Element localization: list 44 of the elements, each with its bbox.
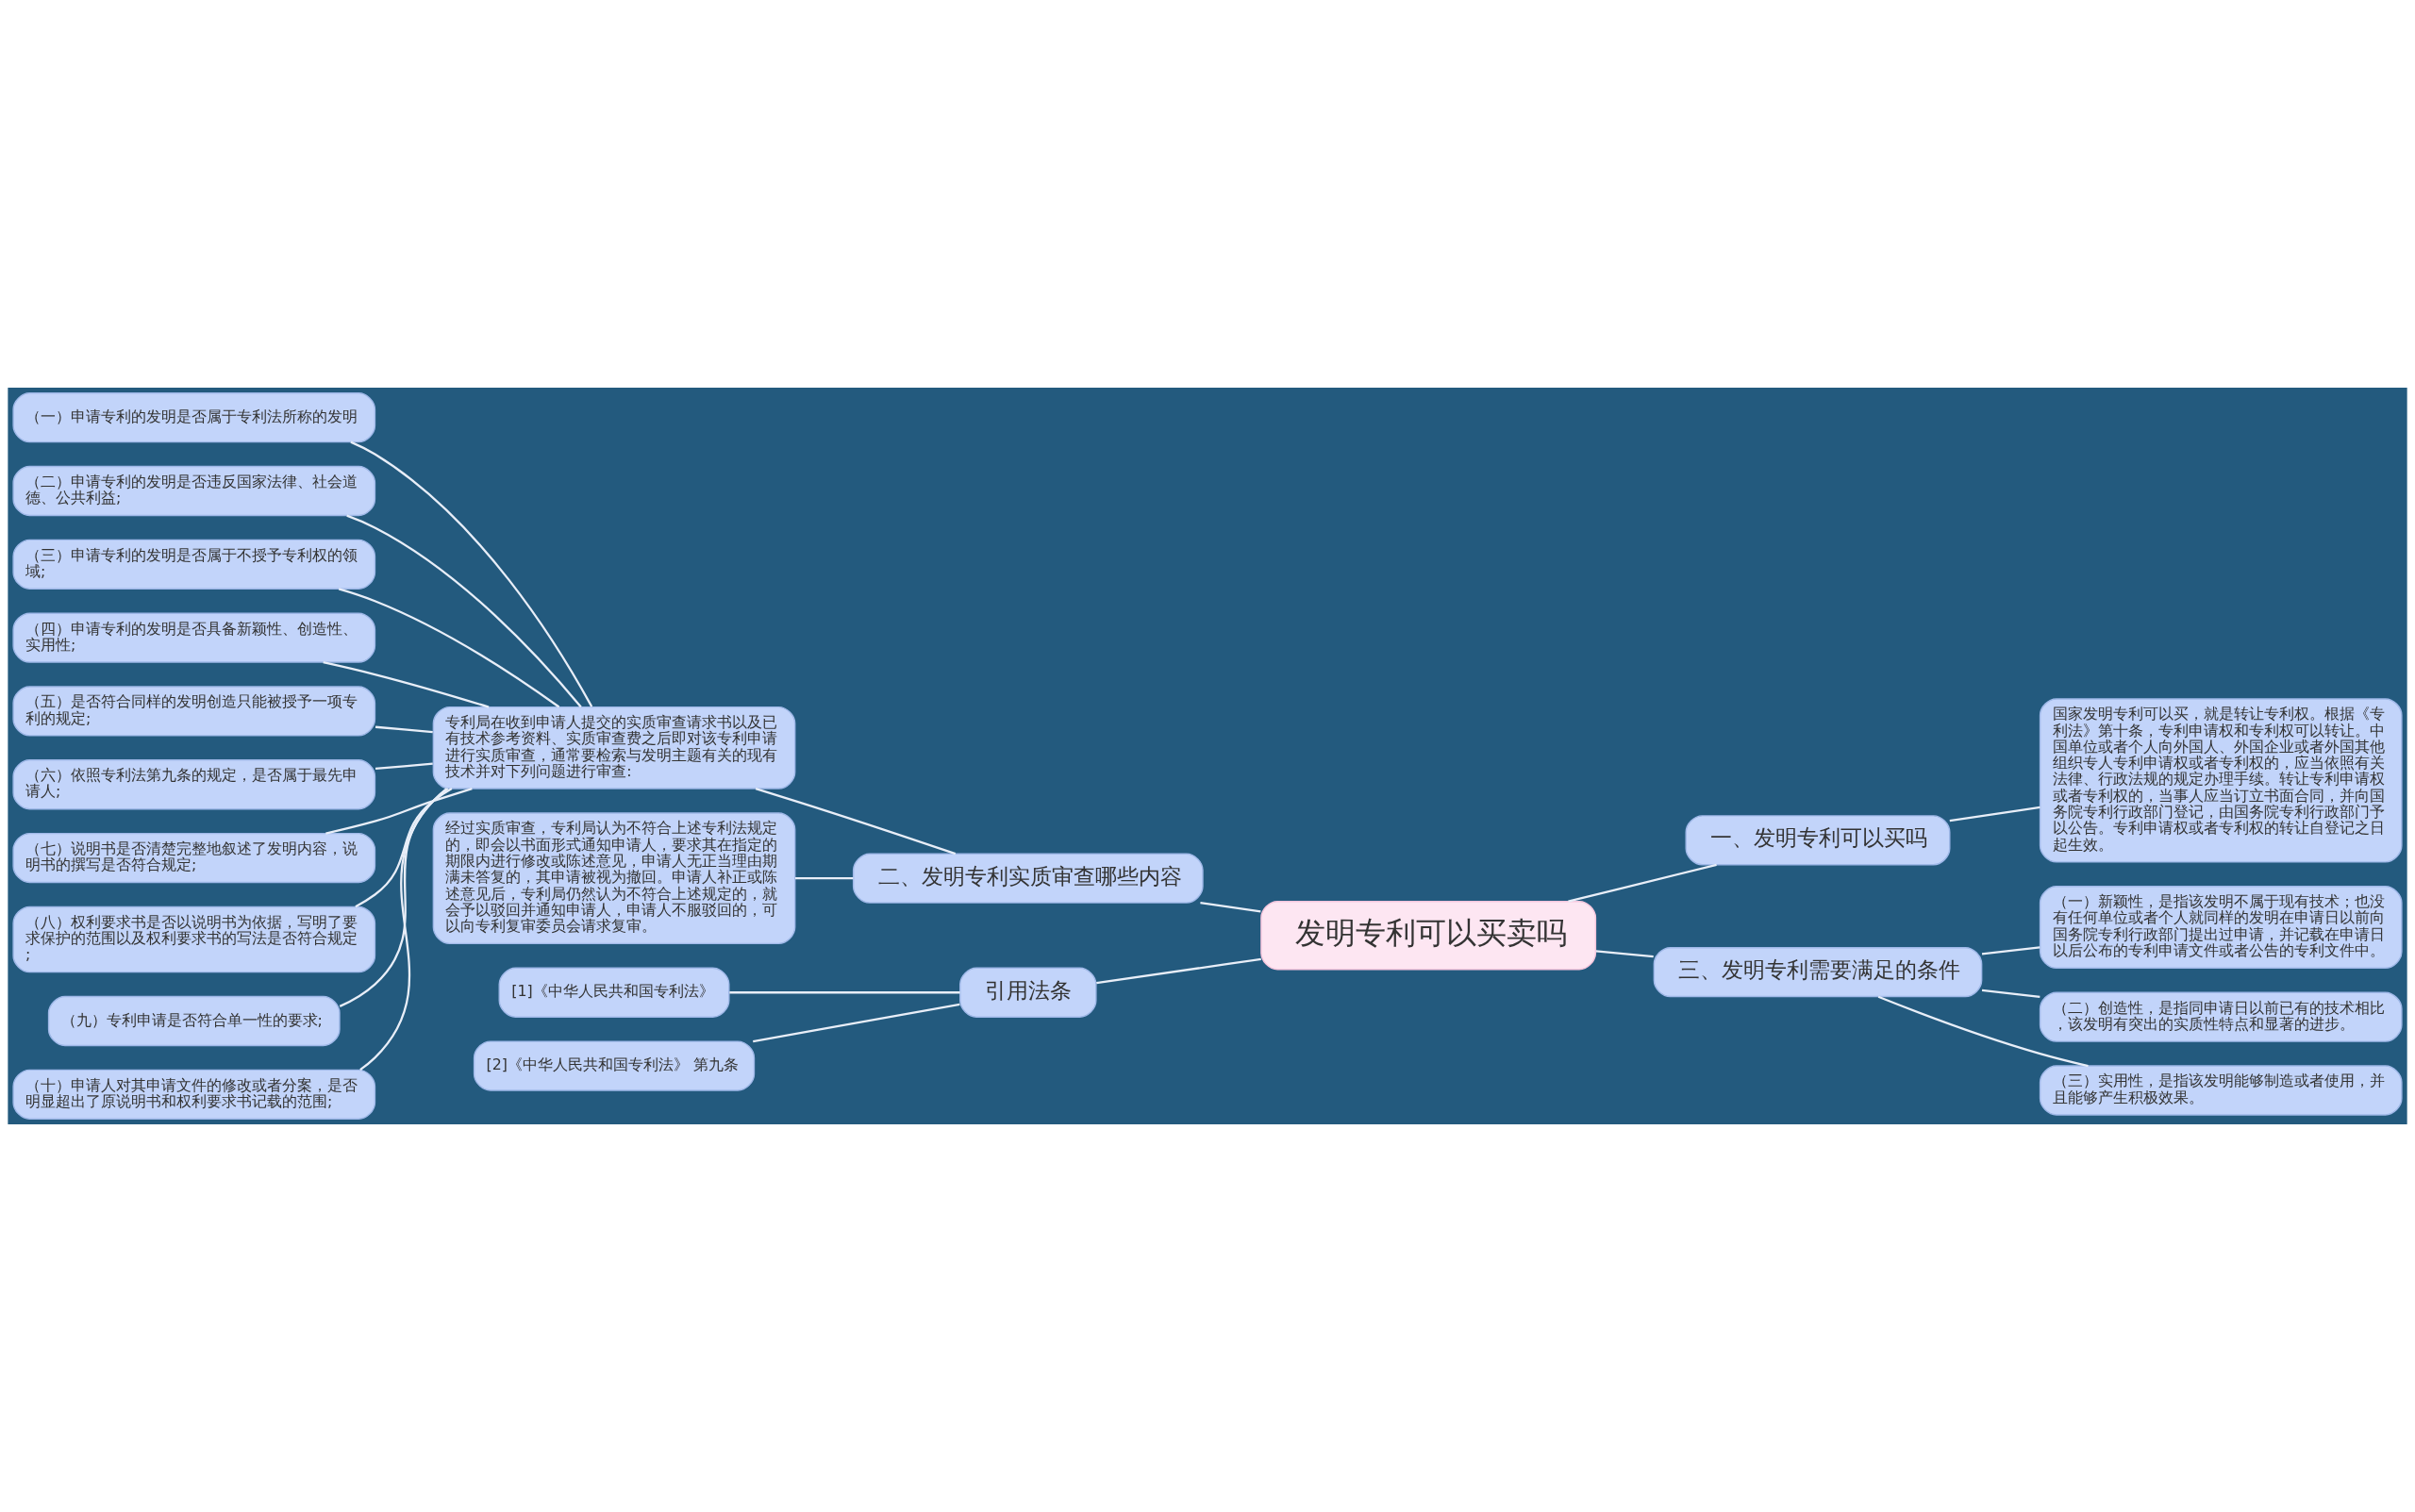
node-box: （一）申请专利的发明是否属于专利法所称的发明 xyxy=(12,392,376,443)
node-box: （八）权利要求书是否以说明书为依据，写明了要求保护的范围以及权利要求书的写法是否符合规定; xyxy=(12,906,376,973)
node-box: （十）申请人对其申请文件的修改或者分案，是否明显超出了原说明书和权利要求书记载的范围; xyxy=(12,1069,376,1120)
node-box: （二）创造性，是指同申请日以前已有的技术相比，该发明有突出的实质性特点和显著的进步。 xyxy=(2039,991,2403,1042)
connector xyxy=(1949,806,2040,822)
node-box: （三）实用性，是指该发明能够制造或者使用，并且能够产生积极效果。 xyxy=(2039,1065,2403,1116)
node-box: （九）专利申请是否符合单一性的要求; xyxy=(47,995,341,1047)
node-box: 三、发明专利需要满足的条件 xyxy=(1653,946,1983,998)
connector xyxy=(753,1003,960,1043)
node-box: [1]《中华人民共和国专利法》 xyxy=(498,967,730,1018)
connector xyxy=(375,725,433,734)
node-box: 发明专利可以买卖吗 xyxy=(1260,900,1597,971)
node-box: （三）申请专利的发明是否属于不授予专利权的领域; xyxy=(12,539,376,590)
connector xyxy=(1595,950,1654,958)
connector xyxy=(795,877,854,880)
node-box: （五）是否符合同样的发明创造只能被授予一项专利的规定; xyxy=(12,686,376,737)
connector xyxy=(755,788,957,856)
node-box: 引用法条 xyxy=(959,967,1097,1018)
node-box: [2]《中华人民共和国专利法》 第九条 xyxy=(473,1040,756,1091)
connector xyxy=(375,762,433,771)
node-box: 专利局在收到申请人提交的实质审查请求书以及已有技术参考资料、实质审查费之后即对该专利申请进行实质审查，通常要检索与发明主题有关的现有技术并对下列问题进行审查: xyxy=(432,706,796,789)
connector xyxy=(1981,946,2040,955)
connector xyxy=(355,788,453,908)
connector xyxy=(1568,863,1717,903)
node-box: （四）申请专利的发明是否具备新颖性、创造性、实用性; xyxy=(12,612,376,663)
node-box: 一、发明专利可以买吗 xyxy=(1685,815,1951,866)
connector xyxy=(338,588,560,708)
node-box: 国家发明专利可以买，就是转让专利权。根据《专利法》第十条，专利申请权和专利权可以转让。中国单位或者个人向外国人、外国企业或者外国其他组织专人专利申请权或者专利权的，应当依照有关法律、行政法规的规定办理手续。转让专利申请权或者专利权的，当事人应当订立书面合同，并向国务院专利行政部门登记，由国务院专利行政部门予以公告。专利申请权或者专利权的转让自登记之日起生效。 xyxy=(2039,698,2403,863)
connector xyxy=(325,788,473,835)
connector xyxy=(1877,995,2089,1068)
node-box: 经过实质审查，专利局认为不符合上述专利法规定的，即会以书面形式通知申请人，要求其在指定的期限内进行修改或陈述意见，申请人无正当理由期满未答复的，其申请被视为撤回。申请人补正或陈述意见后，专利局仍然认为不符合上述规定的，就会予以驳回并通知申请人，申请人不服驳回的，可以向专利复审委员会请求复审。 xyxy=(432,812,796,945)
connector xyxy=(1981,989,2040,998)
connector xyxy=(1200,902,1261,913)
connector xyxy=(350,440,593,707)
connector xyxy=(1096,957,1261,985)
connector xyxy=(729,991,960,994)
connector xyxy=(359,788,448,1072)
node-box: （二）申请专利的发明是否违反国家法律、社会道德、公共利益; xyxy=(12,465,376,517)
node-box: （六）依照专利法第九条的规定，是否属于最先申请人; xyxy=(12,759,376,810)
connector xyxy=(339,788,449,1007)
node-box: （七）说明书是否清楚完整地叙述了发明内容，说明书的撰写是否符合规定; xyxy=(12,832,376,884)
node-box: 二、发明专利实质审查哪些内容 xyxy=(852,853,1204,904)
node-box: （一）新颖性，是指该发明不属于现有技术；也没有任何单位或者个人就同样的发明在申请日以前向国务院专利行政部门提出过申请，并记载在申请日以后公布的专利申请文件或者公告的专利文件中。 xyxy=(2039,886,2403,969)
connector xyxy=(346,514,582,708)
